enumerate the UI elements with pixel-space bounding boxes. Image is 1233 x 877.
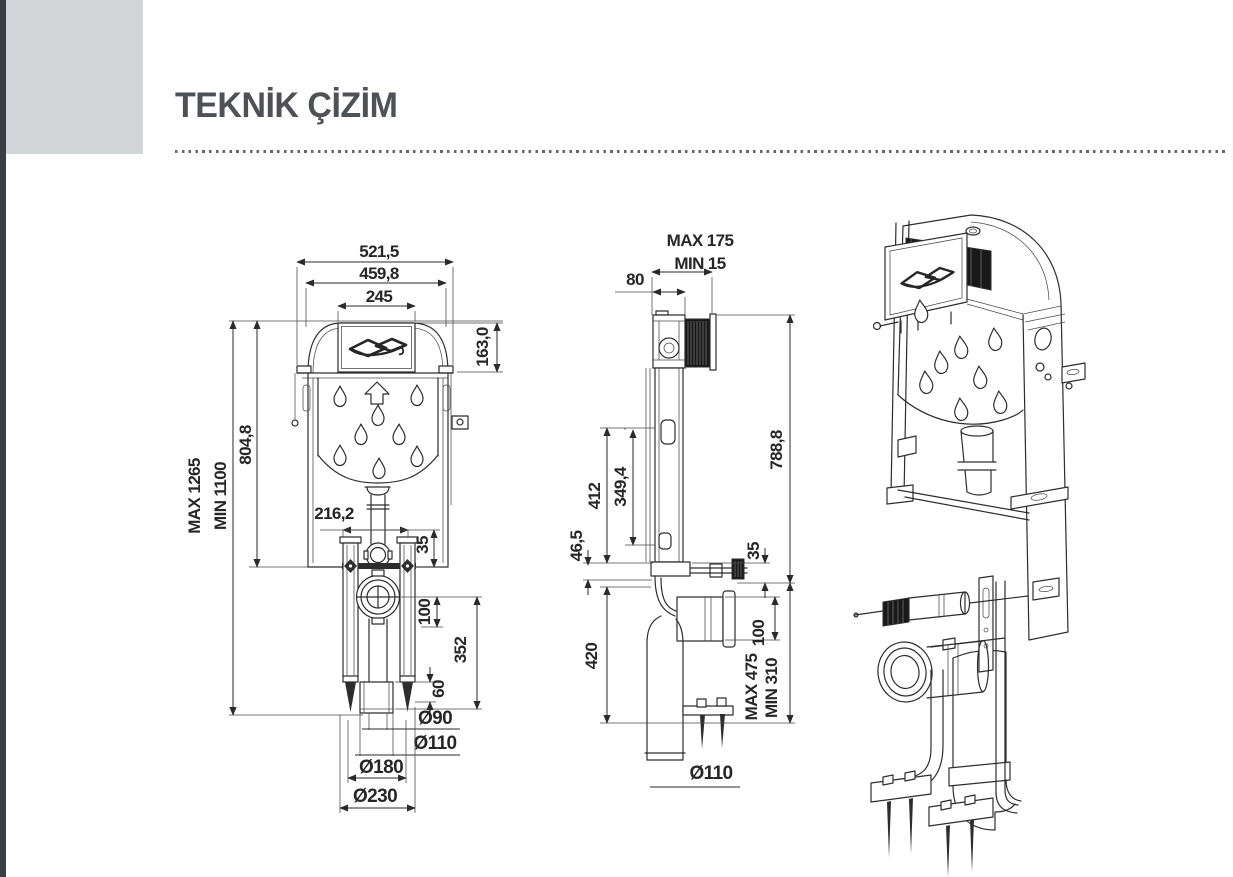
- side-dim-plate-gap-min: MIN 15: [674, 254, 725, 273]
- side-dim-upper-height: 412: [585, 483, 604, 510]
- front-dim-inlet-offset: 35: [413, 536, 432, 554]
- floor-bracket-right: [928, 797, 994, 827]
- side-dim-outlet-min: MIN 310: [762, 658, 781, 718]
- wall-bracket-3d: [1061, 362, 1086, 384]
- perspective-view-drawing: [853, 214, 1086, 877]
- up-arrow-icon: [364, 381, 390, 405]
- outlet-stub: [359, 681, 394, 714]
- threaded-rod: [854, 610, 884, 616]
- side-dim-rod-offset: 46,5: [567, 531, 586, 562]
- front-dim-dia90: Ø90: [418, 708, 452, 729]
- tank-body-3d: [872, 214, 1086, 641]
- side-screw-icon: [291, 419, 299, 427]
- side-dim-total-height: 788,8: [767, 430, 786, 470]
- side-dim-outlet-depth: 100: [749, 620, 768, 647]
- side-view-drawing: MAX 175 MIN 15 80: [567, 231, 795, 788]
- front-dim-body-height: 804,8: [236, 425, 255, 465]
- floor-bracket-left: [870, 774, 932, 803]
- title-divider: [175, 150, 1225, 153]
- front-dim-dia180: Ø180: [359, 757, 403, 778]
- side-dim-plate-gap-max: MAX 175: [667, 231, 734, 250]
- side-dim-dia110: Ø110: [689, 763, 732, 784]
- front-view-drawing: 521,5 459,8 245 163,0 MAX 1265 MIN 1100 …: [185, 242, 503, 813]
- front-cistern: [291, 322, 469, 569]
- page-title: TEKNİK ÇİZİM: [175, 86, 398, 125]
- front-dim-outlet-center: 100: [415, 599, 434, 626]
- front-dim-height-min: MIN 1100: [211, 462, 230, 530]
- front-dim-plate-height: 163,0: [473, 327, 492, 367]
- front-dim-stub: 60: [429, 680, 448, 698]
- front-dim-leg-span: 216,2: [314, 504, 354, 523]
- front-dim-height-max: MAX 1265: [185, 458, 204, 534]
- floor-bracket: [682, 705, 734, 716]
- side-top-dimensions: MAX 175 MIN 15 80: [615, 231, 734, 317]
- side-dim-inner-height: 349,4: [611, 466, 630, 507]
- side-dim-body-depth: 80: [626, 270, 644, 289]
- side-cistern: [644, 310, 748, 761]
- side-dim-outlet-max: MAX 475: [742, 654, 761, 721]
- front-dim-plate-width: 245: [366, 287, 393, 306]
- wall-bracket: [451, 415, 469, 430]
- side-dim-outlet-offset: 35: [744, 542, 763, 560]
- corner-gray-block: [6, 0, 143, 154]
- side-left-dimensions: 412 349,4 46,5 420: [567, 427, 795, 724]
- front-dim-overall-width: 521,5: [359, 242, 399, 261]
- pipework-3d: [853, 575, 1029, 877]
- front-dim-dia110: Ø110: [413, 733, 456, 754]
- front-dim-dia230: Ø230: [353, 786, 397, 807]
- pipe-coupling: [877, 641, 933, 703]
- flush-plate-edge: [709, 313, 717, 371]
- outlet-flange-disc: [722, 590, 736, 648]
- front-frame-legs: [339, 536, 419, 714]
- front-dim-inner-width: 459,8: [359, 264, 399, 283]
- knurled-nut: [882, 597, 910, 627]
- water-drops: [333, 384, 424, 480]
- front-dim-outlet-total: 352: [451, 637, 470, 664]
- left-edge-bar: [0, 0, 6, 877]
- water-drops-3d: [912, 298, 1009, 422]
- side-right-dimensions: 788,8 35 100 MAX 475 MIN 310 Ø110: [650, 314, 795, 788]
- outlet-connector: [676, 596, 724, 642]
- front-top-dimensions: 521,5 459,8 245 163,0 MAX 1265 MIN 1100 …: [185, 242, 503, 716]
- front-lower-dimensions: 216,2 35 100 352 60 Ø90 Ø110 Ø180 Ø230: [314, 504, 482, 813]
- side-dim-lower-height: 420: [582, 643, 601, 670]
